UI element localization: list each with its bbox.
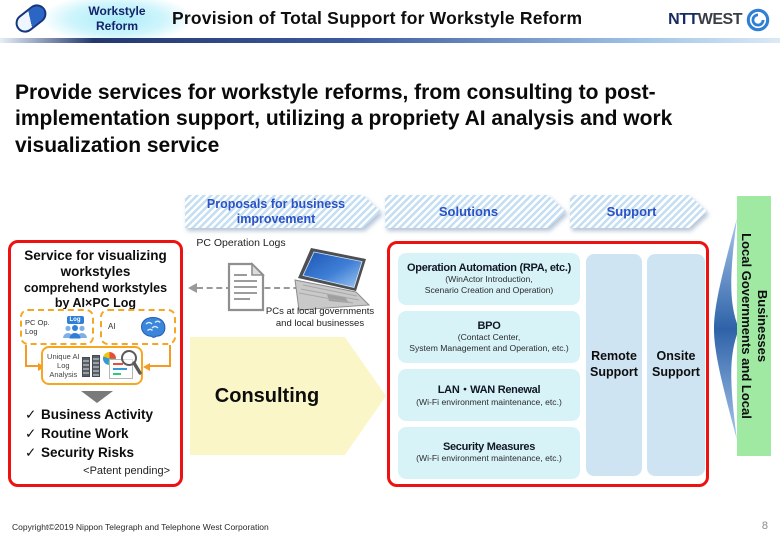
pc-log-icon-group: Log: [61, 315, 89, 339]
check-icon: ✓: [25, 407, 37, 422]
ai-log-analysis-label: Unique AI Log Analysis: [47, 352, 80, 379]
badge-glow: [42, 0, 192, 44]
page-number: 8: [761, 520, 768, 532]
brain-icon: [140, 316, 166, 338]
consulting-arrow: Consulting: [190, 337, 386, 455]
ntt-west-logo: NTT WEST: [668, 8, 770, 32]
badge-line1: Workstyle: [88, 4, 146, 18]
customers-bar-label: Local Governments and Local Businesses: [737, 196, 771, 456]
visualizing-service-panel: Service for visualizing workstyles compr…: [8, 240, 183, 487]
check-icon: ✓: [25, 445, 37, 460]
lead-line2: implementation support, utilizing a prop…: [15, 107, 673, 131]
customers-bar: Local Governments and Local Businesses: [737, 196, 771, 456]
solution-sub: (Contact Center,: [457, 331, 521, 342]
connector-left: [25, 345, 39, 367]
lead-line1: Provide services for workstyle reforms, …: [15, 81, 656, 104]
list-item-label: Routine Work: [41, 426, 129, 441]
laptop-icon: [294, 248, 371, 311]
banner-support: Support: [570, 195, 707, 228]
pc-log-box: PC Op. Log Log: [20, 309, 94, 345]
list-item-label: Business Activity: [41, 407, 154, 422]
solution-sub: (Wi-Fi environment maintenance, etc.): [416, 397, 562, 408]
list-item: ✓ Routine Work: [25, 424, 153, 443]
header-divider: [0, 38, 780, 43]
insight-checklist: ✓ Business Activity ✓ Routine Work ✓ Sec…: [25, 405, 153, 462]
magnifier-icon: [120, 350, 142, 375]
patent-pending-note: <Patent pending>: [83, 465, 170, 477]
data-columns-icon: [81, 357, 90, 377]
lead-heading: Provide services for workstyle reforms, …: [15, 80, 767, 159]
log-tag: Log: [66, 315, 84, 324]
check-icon: ✓: [25, 426, 37, 441]
pc-log-label: PC Op. Log: [25, 317, 50, 336]
ai-box: AI: [100, 309, 176, 345]
solutions-panel: Operation Automation (RPA, etc.) (WinAct…: [387, 241, 709, 487]
list-item: ✓ Business Activity: [25, 405, 153, 424]
list-item: ✓ Security Risks: [25, 443, 153, 462]
analysis-icons: [81, 349, 142, 382]
solution-title: Operation Automation (RPA, etc.): [407, 261, 571, 274]
people-icon: [63, 324, 87, 338]
banner-solutions-label: Solutions: [385, 195, 566, 228]
ai-log-analysis-box: Unique AI Log Analysis: [41, 346, 143, 385]
logo-ntt-text: NTT: [668, 11, 698, 28]
solution-box-security: Security Measures (Wi-Fi environment mai…: [398, 427, 580, 479]
pcs-caption: PCs at local governments and local busin…: [265, 306, 375, 329]
pc-operation-logs-label: PC Operation Logs: [196, 237, 286, 249]
workstyle-reform-badge: Workstyle Reform: [58, 4, 176, 34]
lead-line3: visualization service: [15, 133, 220, 157]
document-icon: [227, 262, 265, 312]
banner-proposals: Proposals for business improvement: [185, 195, 381, 228]
logo-west-text: WEST: [697, 11, 743, 28]
visualizing-panel-subtitle: comprehend workstyles by AI×PC Log: [11, 281, 180, 311]
banner-support-label: Support: [570, 195, 707, 228]
solution-sub: (WinActor Introduction,: [445, 273, 533, 284]
solution-sub: Scenario Creation and Operation): [424, 285, 554, 295]
customers-line2: Businesses: [755, 289, 771, 363]
visualizing-panel-subtitle-text: comprehend workstyles by AI×PC Log: [23, 281, 168, 310]
slide-title: Provision of Total Support for Workstyle…: [172, 8, 583, 28]
onsite-support-column: Onsite Support: [647, 254, 705, 476]
data-columns-icon: [91, 355, 100, 377]
remote-support-column: Remote Support: [586, 254, 642, 476]
connector-right: [149, 345, 171, 367]
list-item-label: Security Risks: [41, 445, 135, 460]
solution-sub: System Management and Operation, etc.): [409, 343, 569, 353]
solution-box-lan-wan: LAN・WAN Renewal (Wi-Fi environment maint…: [398, 369, 580, 421]
visualizing-panel-title: Service for visualizing workstyles: [11, 248, 180, 280]
banner-proposals-label: Proposals for business improvement: [185, 195, 381, 228]
log-flow-arrowhead-icon: [188, 283, 197, 293]
solution-box-rpa: Operation Automation (RPA, etc.) (WinAct…: [398, 253, 580, 305]
solution-title: BPO: [477, 319, 501, 332]
customers-line1: Local Governments and Local: [739, 233, 754, 419]
banner-solutions: Solutions: [385, 195, 566, 228]
solution-sub: (Wi-Fi environment maintenance, etc.): [416, 453, 562, 464]
copyright-text: Copyright©2019 Nippon Telegraph and Tele…: [12, 522, 269, 532]
solution-title: Security Measures: [442, 441, 536, 454]
delivery-arrow-icon: [714, 218, 739, 440]
down-arrow-icon: [81, 391, 113, 403]
solution-box-bpo: BPO (Contact Center, System Management a…: [398, 311, 580, 363]
solution-title: LAN・WAN Renewal: [437, 384, 541, 397]
header: Workstyle Reform Provision of Total Supp…: [0, 0, 780, 44]
visualizing-panel-title-text: Service for visualizing workstyles: [24, 248, 167, 279]
ntt-swirl-icon: [746, 8, 770, 32]
badge-line2: Reform: [95, 19, 138, 33]
ai-label: AI: [108, 322, 116, 331]
connector-right-arrowhead-icon: [143, 363, 150, 371]
